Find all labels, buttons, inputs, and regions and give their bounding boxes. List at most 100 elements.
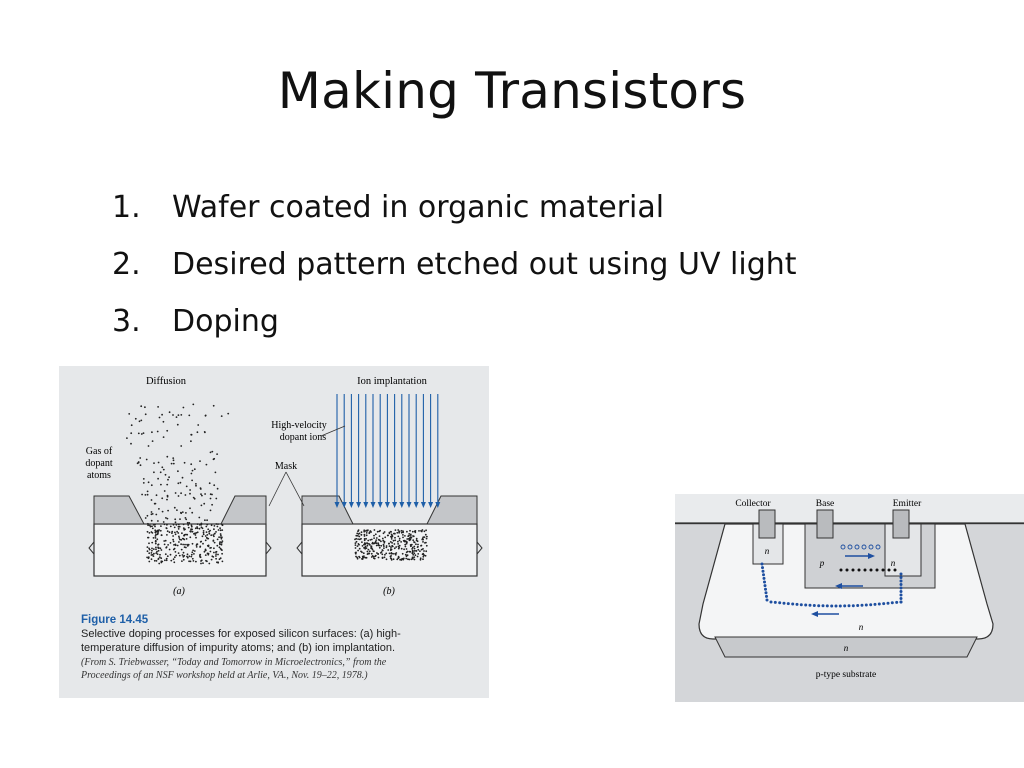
implanted-atom [392,558,395,561]
implanted-atom [406,538,409,540]
implanted-atom [413,552,416,555]
implanted-atom [381,537,384,540]
implanted-atom [391,542,393,544]
implanted-atom [363,539,366,542]
electron-dot [825,604,829,608]
ion-beam-arrowhead [392,502,398,508]
dopant-atom [150,552,153,554]
dopant-atom [161,497,164,500]
dopant-atom [202,530,205,532]
label-high-velocity-1: High-velocity [271,420,327,431]
implanted-atom [377,542,379,544]
dopant-atom [158,562,161,565]
dopant-atom [157,520,159,522]
dopant-atom [193,468,196,471]
mask-left-b [301,495,354,525]
implanted-atom [375,539,378,541]
dopant-atom [216,544,219,547]
dopant-atom [172,535,174,537]
dopant-atom [146,550,149,553]
dopant-atom [218,546,221,549]
dopant-atom [147,556,150,559]
electron-dot [786,602,790,606]
electron-dot [765,594,768,598]
caption-line-1: Selective doping processes for exposed s… [81,628,401,640]
dopant-atom [180,414,183,416]
ion-pointer [320,425,346,437]
dopant-atom [194,532,197,535]
dopant-atom [195,544,198,546]
implanted-atom [392,539,395,542]
dopant-atom [144,494,147,496]
dopant-atom [219,529,222,532]
dopant-atom [156,538,159,541]
label-n-collector: n [765,546,770,556]
implanted-atom [369,544,371,546]
electron-dot [834,604,838,608]
dopant-atom [166,523,168,526]
dopant-atom [206,519,209,522]
dopant-atom [147,522,149,525]
label-panel-b: (b) [383,586,395,597]
dopant-atom [167,509,169,512]
implanted-atom [400,547,403,550]
implanted-atom [367,548,370,551]
dopant-atom [165,527,168,529]
dopant-atom [141,493,143,496]
electron-dot [795,602,799,606]
flow-arrowhead [835,583,842,589]
dopant-atom [215,555,217,557]
dopant-atom [146,546,149,548]
dopant-atom [155,494,158,497]
dopant-atom [177,470,179,473]
dopant-atom [173,561,176,564]
dopant-atom [144,406,146,409]
dopant-atom [215,551,217,553]
dopant-atom [144,413,147,416]
dopant-atom [200,540,203,543]
implanted-atom [426,535,428,538]
dopant-atom [162,436,165,438]
electron-dot [763,584,767,588]
dopant-atom [185,518,188,521]
implanted-atom [423,536,426,538]
dopant-atom [151,440,154,442]
electron-flow [760,544,903,608]
implanted-atom [356,545,359,547]
dopant-atom [192,549,195,552]
base-contact [816,509,834,539]
dopant-atom [157,544,159,546]
dopant-atom [180,548,183,551]
dopant-atom [193,550,196,552]
implanted-atom [387,549,390,551]
dopant-atom [152,548,155,550]
label-n-layer: n [859,622,864,632]
dopant-atom [160,525,162,527]
dopant-atom [160,534,163,536]
implanted-atom [373,557,376,560]
dopant-atom [206,523,209,526]
dopant-atom [201,535,204,538]
dopant-atom [221,552,224,555]
implanted-atom [366,544,369,547]
dopant-atom [180,543,182,546]
ion-beams [334,394,441,508]
implanted-atom [415,543,417,546]
hole-marker [847,544,853,550]
dopant-atom [189,560,192,563]
label-p: p [819,558,825,568]
label-high-velocity-2: dopant ions [280,432,326,443]
dopant-atom [172,459,175,462]
implanted-atom [413,545,416,548]
implanted-atom [367,529,369,531]
dopant-atom [209,509,212,512]
step-number: 3. [112,304,141,339]
electron-dot [762,576,766,580]
electron-dot [881,568,885,572]
implanted-atom [422,548,424,550]
implanted-atom [360,533,363,536]
electron-dot [764,591,768,595]
implanted-atom [363,530,366,533]
electron-dot [764,587,767,591]
implanted-atom [396,531,399,534]
